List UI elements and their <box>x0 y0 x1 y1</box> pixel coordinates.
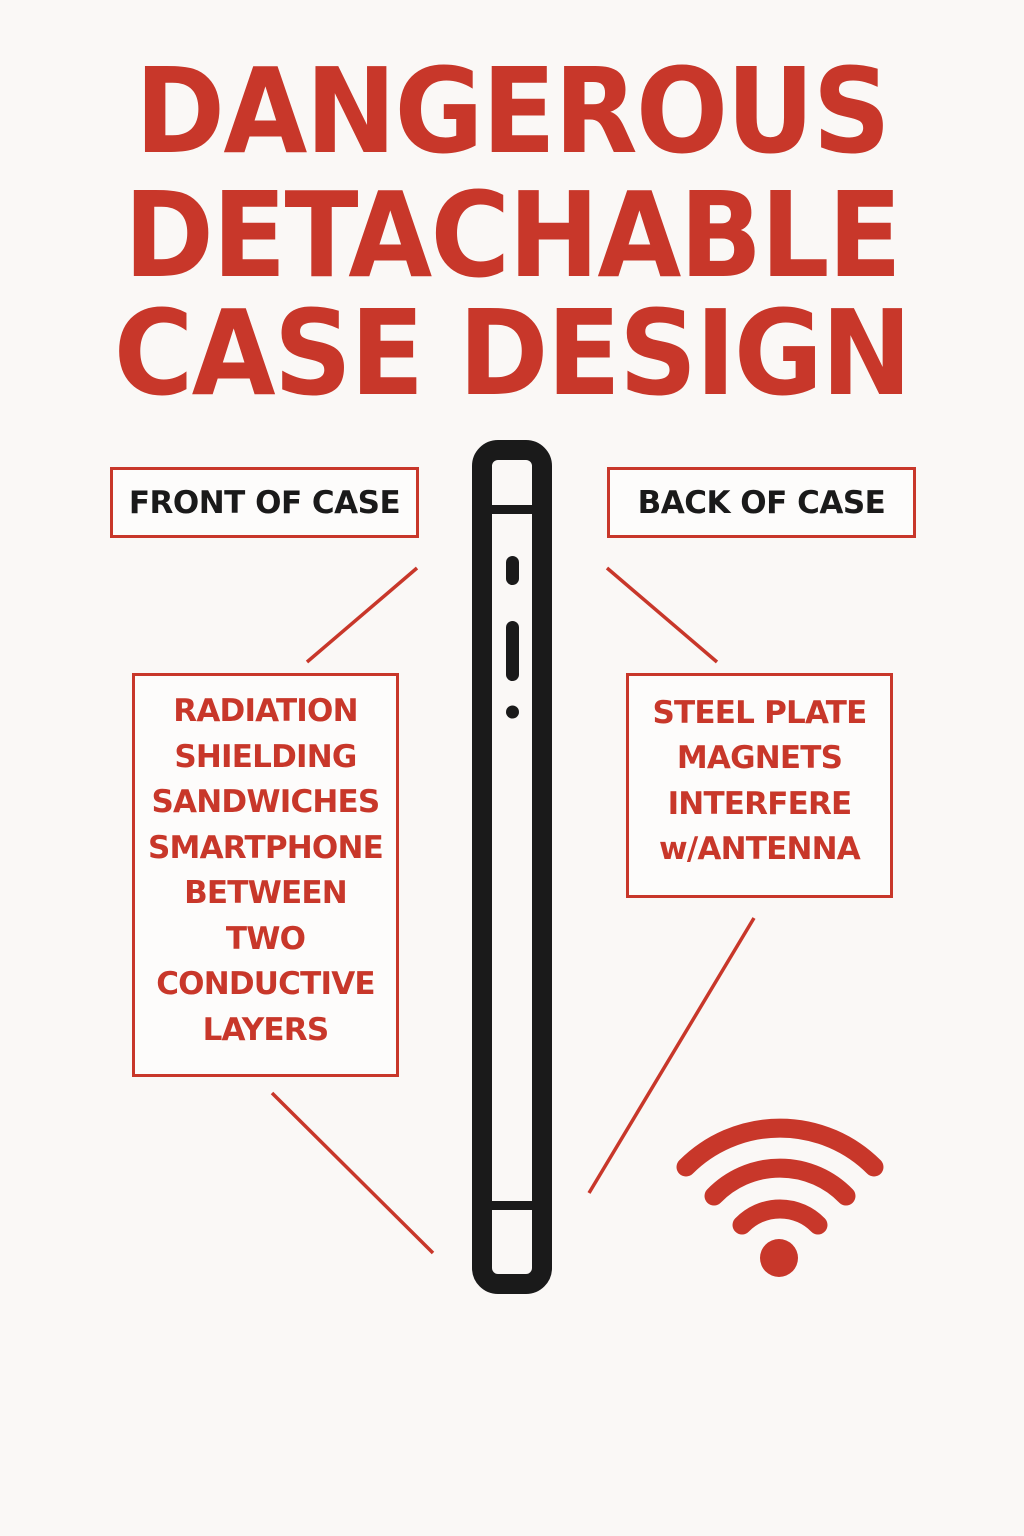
steel-plate-magnets-callout: STEEL PLATE MAGNETS INTERFERE w/ANTENNA <box>626 673 893 898</box>
callout-left-line: LAYERS <box>202 1011 330 1048</box>
callout-right-line: STEEL PLATE <box>652 694 868 731</box>
callout-left-line: RADIATION <box>173 693 358 729</box>
callout-left-line: CONDUCTIVE <box>156 966 375 1002</box>
smartphone-side-view-icon <box>472 440 552 1294</box>
callout-left-line: SANDWICHES <box>151 784 381 820</box>
wifi-dot-icon <box>760 1239 798 1277</box>
callout-right-line: INTERFERE <box>667 785 853 822</box>
connector-right-callout-to-phone <box>587 917 756 1194</box>
connector-left-callout-to-phone <box>270 1091 435 1255</box>
title-line-3: CASE DESIGN <box>113 284 912 422</box>
phone-button-small-icon <box>506 556 519 585</box>
callout-left-line: SMARTPHONE <box>148 829 384 866</box>
phone-port-dot-icon <box>506 705 519 719</box>
callout-left-line: BETWEEN <box>184 875 348 911</box>
front-of-case-label: FRONT OF CASE <box>110 467 419 538</box>
back-of-case-text: BACK OF CASE <box>637 484 886 521</box>
back-of-case-label: BACK OF CASE <box>607 467 916 538</box>
title-line-2: DETACHABLE <box>123 166 902 304</box>
front-of-case-text: FRONT OF CASE <box>128 484 401 521</box>
callout-left-line: TWO <box>225 920 306 957</box>
callout-right-line: MAGNETS <box>676 740 843 776</box>
radiation-shielding-callout: RADIATION SHIELDING SANDWICHES SMARTPHON… <box>132 673 399 1077</box>
callout-right-line: w/ANTENNA <box>659 831 861 867</box>
title-line-1: DANGEROUS <box>135 42 891 180</box>
callout-left-line: SHIELDING <box>174 738 357 775</box>
wifi-signal-icon <box>676 1118 884 1235</box>
phone-button-long-icon <box>506 621 519 681</box>
connector-front-to-callout <box>305 566 419 664</box>
connector-back-to-callout <box>605 566 719 664</box>
